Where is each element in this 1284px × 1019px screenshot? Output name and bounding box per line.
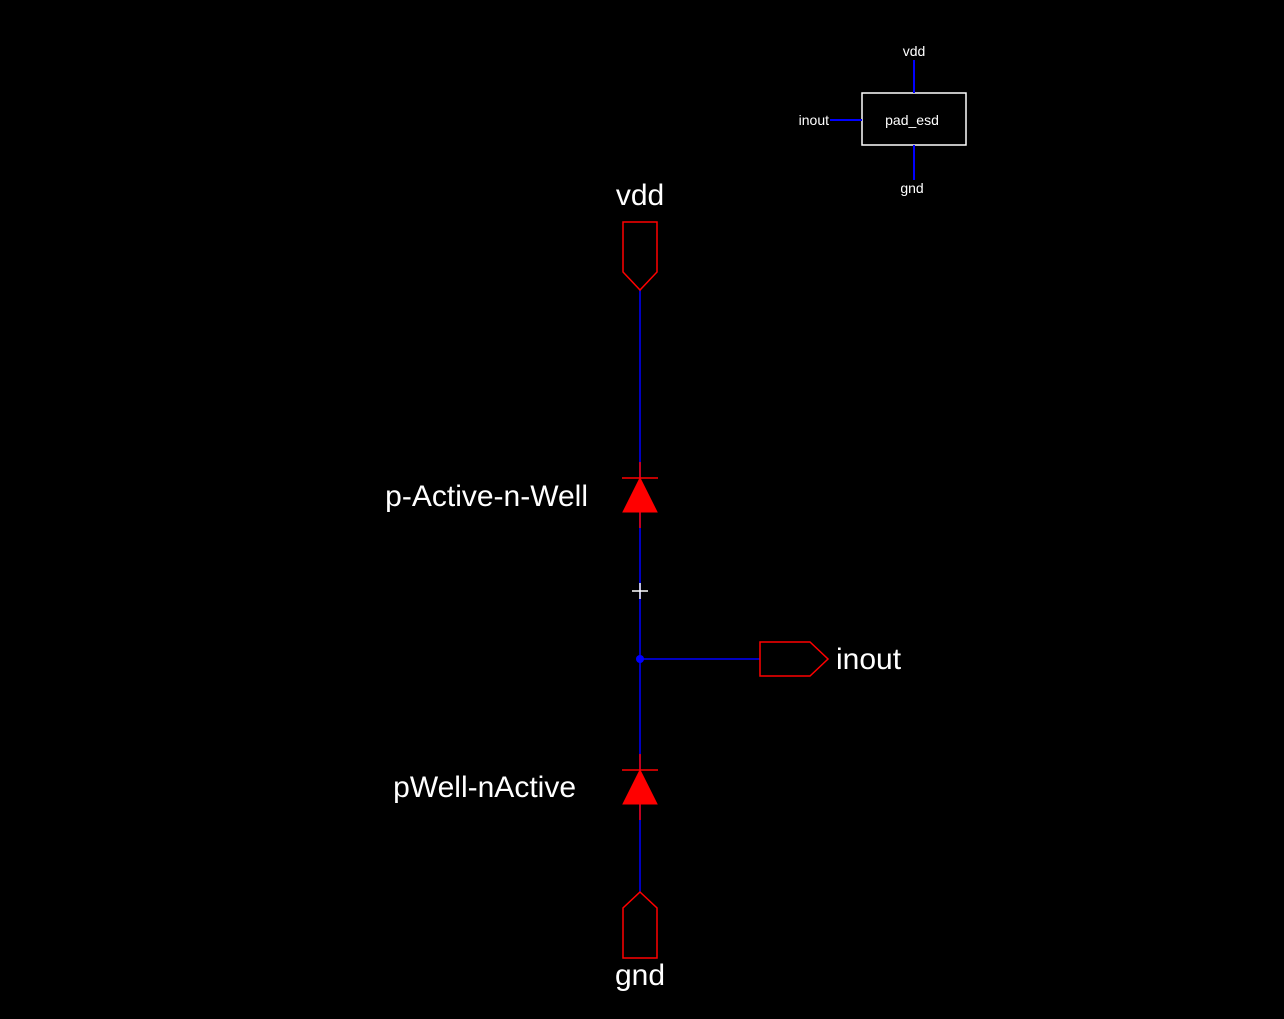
symbol-vdd-pin-label: vdd (903, 43, 926, 59)
wires (636, 290, 760, 892)
upper-diode-label: p-Active-n-Well (385, 480, 588, 513)
junction-dot (636, 655, 644, 663)
gnd-port-shape (622, 890, 658, 959)
lower-diode-label: pWell-nActive (393, 771, 576, 804)
crosshair-cursor (632, 583, 648, 599)
symbol-inout-pin-label: inout (799, 112, 829, 128)
lower-diode[interactable]: pWell-nActive (393, 754, 658, 820)
inout-port-label: inout (836, 643, 902, 676)
inout-port[interactable]: inout (759, 641, 902, 677)
lower-diode-triangle (622, 768, 658, 805)
upper-diode-triangle (622, 476, 658, 513)
gnd-port-label: gnd (615, 959, 665, 992)
upper-diode[interactable]: p-Active-n-Well (385, 462, 658, 528)
vdd-port[interactable]: vdd (616, 179, 664, 292)
symbol-name-label: pad_esd (885, 112, 939, 128)
vdd-port-label: vdd (616, 179, 664, 212)
gnd-port[interactable]: gnd (615, 890, 665, 992)
vdd-port-shape (622, 221, 658, 292)
pad-esd-symbol[interactable]: pad_esd vdd inout gnd (799, 43, 967, 196)
inout-port-shape (759, 641, 830, 677)
symbol-gnd-pin-label: gnd (900, 180, 923, 196)
